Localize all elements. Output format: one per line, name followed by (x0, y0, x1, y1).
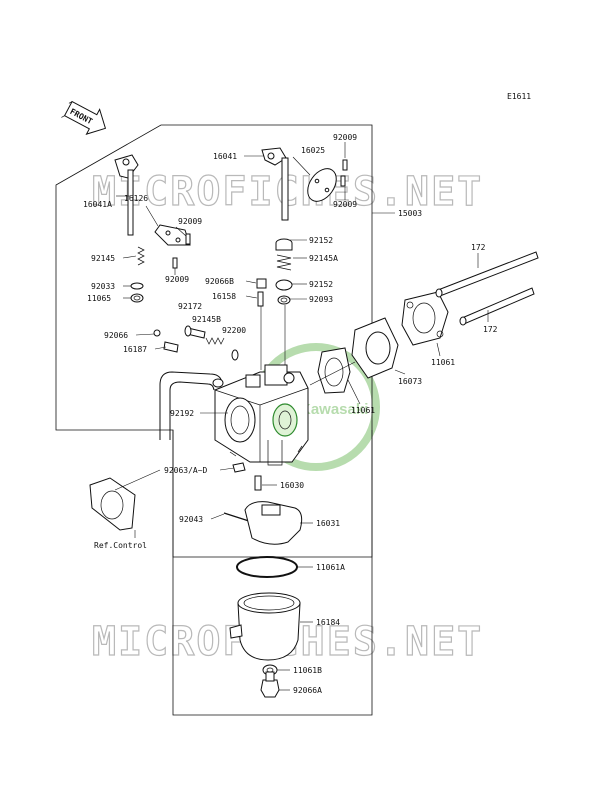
screw-16187 (163, 341, 179, 353)
label-16041: 16041 (213, 152, 237, 161)
label-172-b: 172 (483, 325, 498, 334)
label-16187: 16187 (123, 345, 147, 354)
washer-92200 (231, 349, 239, 361)
throttle-plate-16025 (307, 168, 337, 202)
label-15003: 15003 (398, 209, 422, 218)
label-11061b: 11061B (293, 666, 322, 675)
label-16073: 16073 (398, 377, 422, 386)
label-16184: 16184 (316, 618, 340, 627)
seal-11065 (130, 293, 144, 303)
plug-92066 (153, 329, 161, 337)
screw-92009-b (172, 257, 178, 269)
label-92066: 92066 (104, 331, 128, 340)
cap-92152-a (275, 238, 293, 251)
needle-16158 (257, 291, 264, 307)
label-92152-a: 92152 (309, 236, 333, 245)
spring-92145a (276, 254, 292, 271)
label-92145b: 92145B (192, 315, 221, 324)
spring-92145 (137, 246, 145, 266)
label-92033: 92033 (91, 282, 115, 291)
label-11061: 11061 (431, 358, 455, 367)
screw-92009-c (342, 159, 348, 171)
oring-11061a (236, 556, 298, 578)
jet-16030 (254, 475, 262, 491)
label-11061a: 11061A (316, 563, 345, 572)
diagram-code: E1611 (507, 92, 531, 101)
screw-92009-a (185, 233, 191, 245)
label-92043: 92043 (179, 515, 203, 524)
label-92145a: 92145A (309, 254, 338, 263)
label-92192: 92192 (170, 409, 194, 418)
label-92200: 92200 (222, 326, 246, 335)
label-16158: 16158 (212, 292, 236, 301)
label-92152-b: 92152 (309, 280, 333, 289)
front-arrow-icon: FRONT (61, 100, 107, 135)
label-16025: 16025 (301, 146, 325, 155)
label-92009-b: 92009 (333, 200, 357, 209)
leader-lines (114, 142, 489, 691)
throttle-lever-16041 (261, 147, 289, 221)
label-16031: 16031 (316, 519, 340, 528)
bolt-92066a (260, 671, 280, 698)
label-11065: 11065 (87, 294, 111, 303)
cap-92152-b (275, 279, 293, 291)
label-92066a: 92066A (293, 686, 322, 695)
label-16126: 16126 (124, 194, 148, 203)
label-92009-c: 92009 (178, 217, 202, 226)
label-92066b: 92066B (205, 277, 234, 286)
screw-92172 (184, 325, 206, 339)
carburetor-body (214, 364, 309, 466)
label-92063: 92063/A~D (164, 466, 208, 475)
screw-92063 (232, 462, 246, 473)
float-16031 (244, 501, 303, 545)
label-92172: 92172 (178, 302, 202, 311)
plug-92066b (256, 278, 267, 289)
choke-plate-16126 (154, 224, 191, 246)
gasket-11061-b (317, 347, 351, 394)
part-labels: 16041 16025 92009 92009 15003 16126 1604… (83, 133, 498, 695)
label-16030: 16030 (280, 481, 304, 490)
insulator-16073 (351, 317, 399, 379)
screw-92009-d (340, 175, 346, 187)
stud-172-b (459, 287, 535, 326)
label-172-a: 172 (471, 243, 486, 252)
bowl-frame (172, 430, 373, 716)
logo-text: Kawasaki (300, 401, 368, 418)
label-92009-d: 92009 (165, 275, 189, 284)
label-11061-2: 11061 (351, 406, 375, 415)
choke-lever-16041a (114, 154, 139, 236)
spring-92145b (205, 337, 225, 345)
gasket-11061 (401, 291, 449, 346)
label-92093: 92093 (309, 295, 333, 304)
float-bowl-16184 (229, 592, 301, 661)
label-16041a: 16041A (83, 200, 112, 209)
seal-92093 (277, 295, 291, 305)
stud-172-a (435, 251, 539, 298)
label-92145: 92145 (91, 254, 115, 263)
clip-92033 (130, 282, 144, 290)
label-ref-control: Ref.Control (94, 541, 147, 550)
label-92009-a: 92009 (333, 133, 357, 142)
fuel-hose-92192 (159, 371, 223, 440)
ref-control-gasket (89, 477, 136, 531)
